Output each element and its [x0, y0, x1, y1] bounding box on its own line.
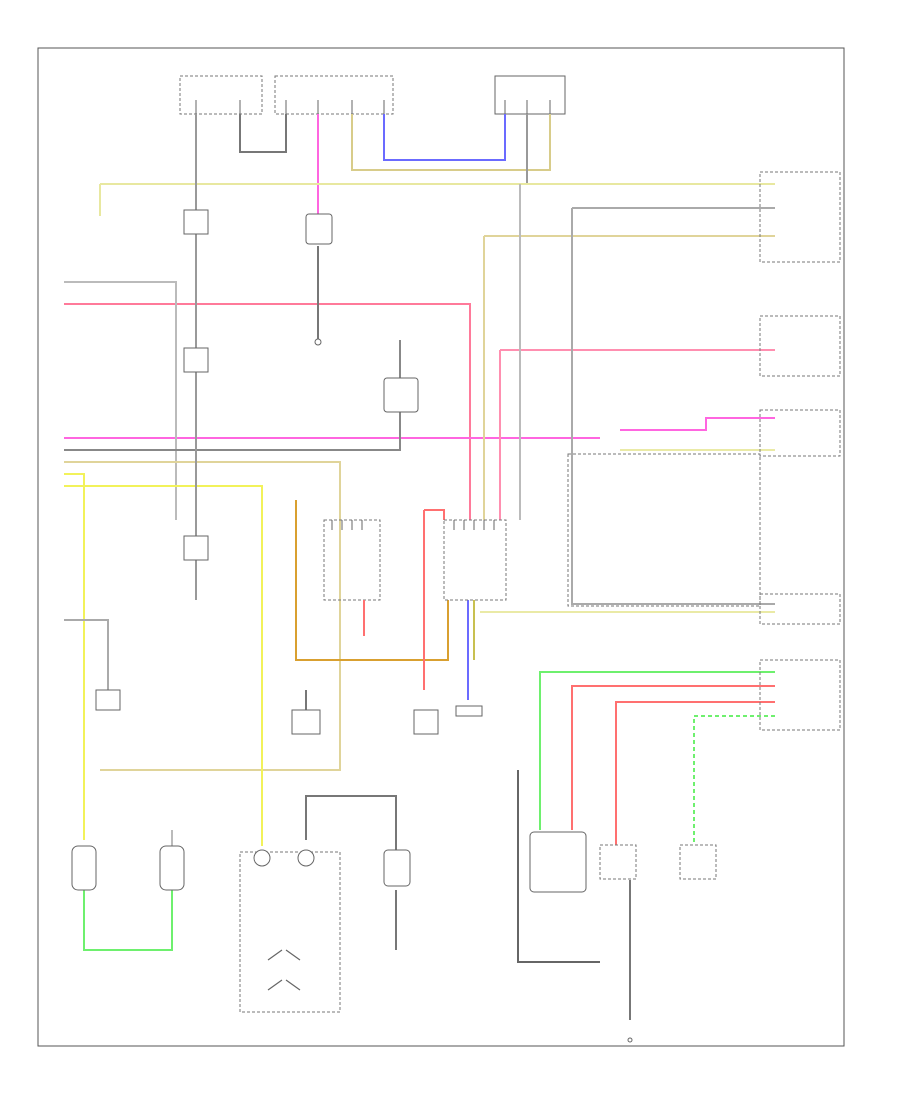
switch-indicator-1: [253, 849, 271, 867]
wire-red-right-1: [571, 685, 775, 830]
wire-bus-magenta-right: [620, 417, 775, 431]
switch-symbol-2: [267, 979, 301, 991]
connector-block-right: [443, 519, 507, 601]
wire-green-right-2: [693, 715, 775, 845]
bottom-right-terminal: [627, 1037, 633, 1043]
switch-symbol-1: [267, 949, 301, 961]
right-box-4: [759, 593, 841, 625]
top-connector-box-2: [274, 75, 394, 115]
wire-right-gray-vertical: [571, 208, 775, 605]
wire-group: [64, 114, 775, 1020]
right-box-5: [759, 659, 841, 731]
switch-bottom-right-2: [679, 844, 717, 880]
left-switch-2: [183, 347, 209, 373]
sensor-bottom-2: [159, 845, 185, 891]
switch-bottom-right-1: [599, 844, 637, 880]
right-box-1: [759, 171, 841, 263]
wire-bus-pink-main: [64, 303, 471, 520]
wire-bus-tan-2: [64, 461, 341, 771]
wire-bus-gray-3: [64, 619, 109, 690]
wire-red-top: [424, 509, 445, 520]
switch-assembly-box: [239, 851, 341, 1013]
wire-red-right-2: [615, 701, 775, 845]
sensor-bottom-right-1: [529, 831, 587, 893]
left-switch-3: [183, 535, 209, 561]
sensor-bottom-3: [383, 849, 411, 887]
wire-bus-yellow-left: [64, 473, 85, 840]
component-bottom-2: [291, 709, 321, 735]
sensor-bottom-1: [71, 845, 97, 891]
connector-block-left: [323, 519, 381, 601]
wire-green-right: [539, 671, 775, 830]
wire-top-black-loop: [239, 114, 287, 153]
switch-indicator-2: [297, 849, 315, 867]
right-connector-group: [567, 171, 841, 731]
component-bottom-4: [455, 705, 483, 717]
top-connector-box-1: [179, 75, 263, 115]
wire-black-switch-loop: [305, 795, 397, 850]
right-box-2: [759, 315, 841, 377]
wire-black-bottom-right: [517, 770, 600, 963]
component-bottom-3: [413, 709, 439, 735]
center-module: [383, 377, 419, 413]
diagram-frame: [37, 47, 845, 1047]
component-group: [71, 209, 717, 1043]
right-mid-box: [567, 453, 761, 607]
wire-top-tan-loop: [351, 114, 551, 171]
right-box-3: [759, 409, 841, 457]
center-ground-point: [314, 338, 322, 346]
wire-orange-loop: [295, 500, 449, 661]
left-switch-1: [183, 209, 209, 235]
component-bottom-1: [95, 689, 121, 711]
wire-green-bottom-loop: [83, 890, 173, 951]
top-connector-group: [179, 75, 566, 115]
center-sensor-top: [305, 213, 333, 245]
wire-top-blue-loop: [383, 114, 506, 161]
top-right-module: [494, 75, 566, 115]
wire-bus-gray-2: [64, 281, 177, 520]
wire-bus-yellow-2: [64, 485, 263, 846]
wire-bus-black-1: [64, 340, 401, 451]
